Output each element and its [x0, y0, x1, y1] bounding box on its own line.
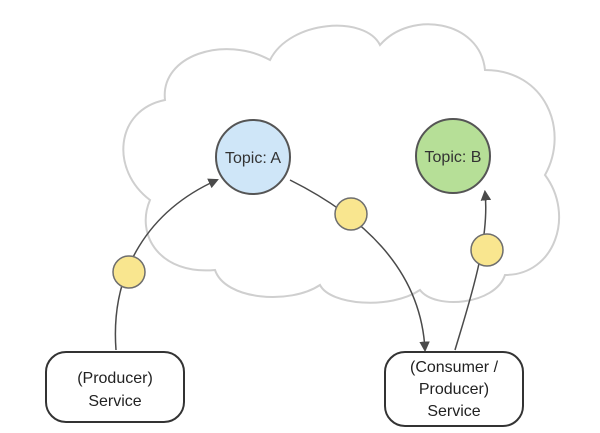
consumer-producer-service-box[interactable]: (Consumer / Producer) Service: [384, 351, 524, 427]
producer-service-box[interactable]: (Producer) Service: [45, 351, 185, 423]
consumer-producer-line-1: (Consumer /: [410, 359, 499, 376]
consumer-producer-line-2: Producer): [419, 381, 489, 398]
message-dot: [334, 197, 368, 231]
topic-a-node[interactable]: Topic: A: [215, 119, 291, 195]
producer-to-topic-a-arrow: [114, 178, 219, 351]
cloud-shape: [122, 23, 561, 304]
message-dot: [470, 233, 504, 267]
topic-a-circle: [215, 119, 291, 195]
producer-service-rect: [45, 351, 185, 423]
consumer-producer-line-3: Service: [427, 403, 480, 420]
consumer-producer-service-rect: [384, 351, 524, 427]
topic-b-label: Topic: B: [425, 149, 482, 166]
consumer-to-topic-b-arrow: [454, 189, 492, 351]
topic-a-to-consumer-arrow: [289, 179, 430, 353]
topic-a-label: Topic: A: [225, 150, 281, 167]
producer-service-line-1: (Producer): [77, 370, 153, 387]
message-dot: [112, 255, 146, 289]
topic-b-node[interactable]: Topic: B: [415, 118, 491, 194]
producer-service-line-2: Service: [88, 393, 141, 410]
topic-b-circle: [415, 118, 491, 194]
